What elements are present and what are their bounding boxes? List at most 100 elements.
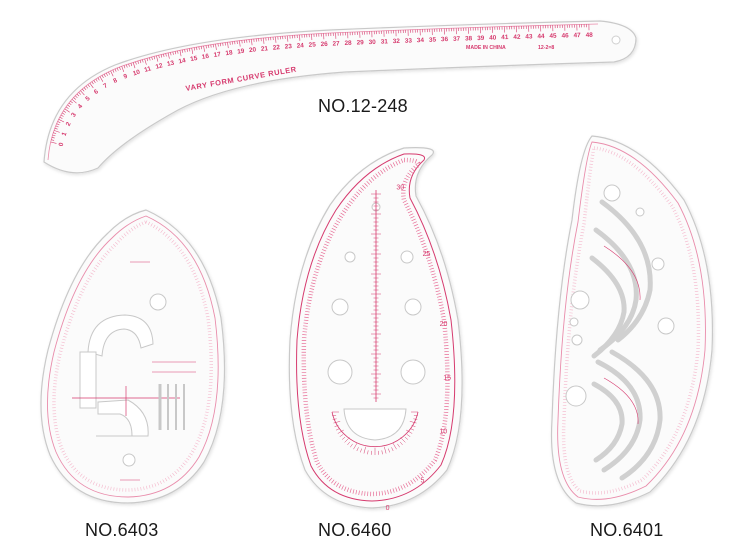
protractor-tick	[411, 425, 416, 427]
protractor-tick	[409, 421, 417, 424]
scale-tick	[114, 68, 117, 72]
origin-text: MADE IN CHINA	[466, 45, 506, 51]
scale-tick	[191, 47, 194, 54]
scale-tick	[123, 65, 126, 69]
scale-tick	[263, 37, 265, 44]
protractor-tick	[400, 437, 406, 443]
scale-tick	[97, 77, 100, 81]
protractor-tick	[337, 429, 344, 434]
caption-no-6403: NO.6403	[85, 520, 159, 540]
protractor-tick	[406, 429, 413, 434]
protractor-tick	[391, 447, 394, 452]
protractor-tick	[381, 450, 383, 455]
scale-tick	[177, 50, 179, 54]
scale-tick	[212, 44, 214, 48]
scale-label: 6	[93, 88, 100, 96]
scale-tick	[167, 52, 170, 59]
scale-tick	[95, 78, 98, 82]
curve-ruler-body	[43, 20, 637, 174]
scale-tick	[110, 70, 114, 77]
scale-label: 39	[477, 35, 485, 42]
protractor-tick	[333, 421, 341, 424]
scale-label: 3	[70, 111, 78, 118]
scale-tick	[67, 104, 71, 107]
scale-label: 20	[249, 46, 257, 54]
scale-label: 43	[525, 33, 533, 40]
scale-tick	[126, 64, 128, 68]
protractor-tick	[335, 428, 340, 431]
protractor-tick	[332, 418, 337, 420]
scale-label: 10	[439, 429, 447, 436]
scale-tick	[83, 87, 87, 90]
scale-label: 4	[77, 103, 85, 111]
protractor-tick	[344, 437, 350, 443]
scale-label: 29	[357, 39, 365, 46]
scale-tick	[215, 43, 217, 50]
protractor-tick	[388, 448, 390, 453]
scale-tick	[74, 95, 78, 99]
scale-tick	[51, 137, 55, 139]
scale-label: 5	[421, 477, 425, 484]
scale-tick	[193, 47, 195, 51]
scale-tick	[217, 43, 219, 47]
protractor-tick	[397, 443, 400, 448]
scale-label: 9	[123, 73, 129, 81]
scale-tick	[139, 60, 142, 64]
scale-tick	[119, 66, 121, 71]
scale-tick	[65, 106, 69, 109]
scale-tick	[200, 46, 202, 50]
scale-tick	[160, 54, 163, 58]
scale-tick	[189, 48, 191, 52]
protractor-tick	[406, 434, 411, 437]
scale-label: 30	[396, 184, 404, 191]
protractor-tick	[350, 443, 353, 448]
scale-tick	[85, 85, 89, 89]
scale-tick	[51, 139, 55, 141]
scale-label: 36	[441, 36, 449, 43]
protractor-tick	[367, 450, 369, 455]
scale-tick	[89, 82, 94, 89]
scale-tick	[64, 108, 70, 113]
scale-label: 16	[201, 53, 210, 61]
scale-tick	[165, 53, 167, 57]
scale-tick	[106, 72, 108, 76]
protractor-tick	[334, 425, 339, 427]
teardrop-ruler-6403	[40, 209, 226, 504]
scale-label: 45	[549, 33, 557, 40]
scale-tick	[50, 141, 57, 144]
scale-label: 8	[112, 77, 119, 85]
scale-tick	[130, 63, 133, 67]
protractor-tick	[384, 446, 387, 454]
scale-label: 2	[65, 121, 73, 128]
scale-label: 38	[465, 35, 473, 42]
scale-label: 12	[155, 62, 164, 71]
scale-label: 33	[405, 37, 413, 44]
scale-tick	[101, 75, 104, 79]
scale-label: 7	[102, 82, 109, 90]
scale-tick	[54, 127, 58, 130]
scale-tick	[153, 56, 156, 60]
protractor-tick	[356, 447, 359, 452]
long-curve-ruler-6401	[550, 135, 714, 507]
ruler-6403-body	[40, 209, 226, 504]
caption-no-6401: NO.6401	[590, 520, 664, 540]
scale-label: 35	[429, 37, 437, 44]
scale-tick	[55, 125, 59, 128]
scale-tick	[239, 40, 241, 47]
scale-tick	[80, 90, 85, 96]
caption-no-12-248: NO.12-248	[318, 96, 408, 116]
scale-label: 21	[261, 45, 269, 53]
scale-label: 30	[369, 39, 377, 46]
scale-tick	[58, 119, 65, 123]
protractor-tick	[339, 434, 344, 437]
scale-label: 25	[308, 41, 316, 48]
scale-tick	[132, 62, 136, 69]
scale-tick	[135, 61, 137, 65]
scale-tick	[93, 80, 96, 83]
scale-tick	[196, 47, 198, 51]
scale-label: 32	[393, 38, 401, 45]
scale-tick	[60, 114, 64, 117]
scale-label: 34	[417, 37, 425, 44]
scale-label: 0	[58, 142, 66, 147]
